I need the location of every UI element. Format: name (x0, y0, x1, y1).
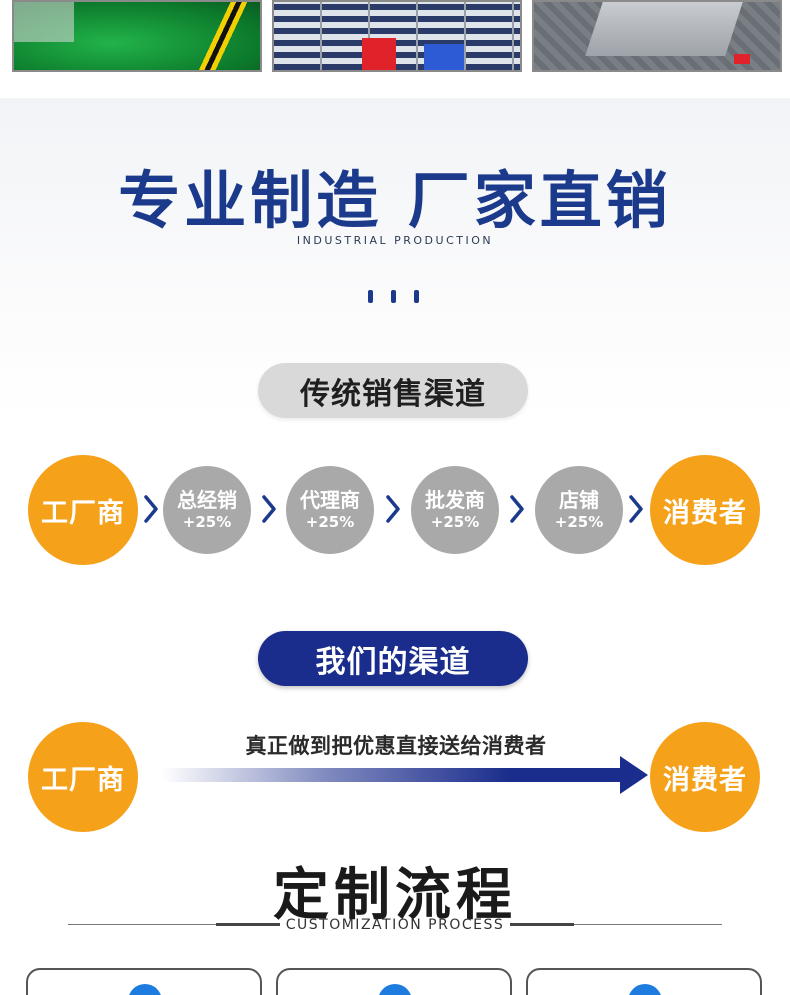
machine-body (585, 2, 743, 56)
divider-line (574, 924, 722, 925)
consumer-label: 消费者 (663, 764, 747, 796)
section-title-customization: 定制流程 (273, 863, 517, 928)
section-subtitle-industrial: INDUSTRIAL PRODUCTION (296, 234, 494, 247)
divider-accent (510, 923, 574, 926)
factory-circle-direct: 工厂商 (28, 722, 138, 832)
section-title-industrial: 专业制造 厂家直销 (118, 164, 672, 237)
red-stool (362, 38, 396, 70)
direct-arrow-shaft (162, 768, 624, 782)
process-card (276, 968, 512, 995)
chevron-right-icon (386, 495, 400, 523)
step-markup: +25% (554, 513, 604, 532)
decor-dot (391, 290, 396, 303)
step-label: 代理商 (300, 488, 360, 513)
divider-line (68, 924, 216, 925)
photo-strip (0, 0, 790, 98)
chevron-right-icon (510, 495, 524, 523)
photo-green-factory-floor (12, 0, 262, 72)
chevron-right-icon (629, 495, 643, 523)
chevron-right-icon (262, 495, 276, 523)
factory-label: 工厂商 (41, 497, 125, 529)
blue-bin (424, 44, 464, 70)
red-pad (734, 54, 750, 64)
process-card (26, 968, 262, 995)
step-label: 店铺 (559, 488, 599, 513)
consumer-label: 消费者 (663, 497, 747, 529)
divider-accent (216, 923, 280, 926)
step-circle-agent: 代理商 +25% (286, 466, 374, 554)
our-channel-label: 我们的渠道 (258, 631, 528, 686)
step-circle-store: 店铺 +25% (535, 466, 623, 554)
step-markup: +25% (305, 513, 355, 532)
step-label: 总经销 (177, 488, 237, 513)
factory-label: 工厂商 (41, 764, 125, 796)
step-circle-wholesaler: 批发商 +25% (411, 466, 499, 554)
traditional-channel-label: 传统销售渠道 (258, 363, 528, 418)
process-card (526, 968, 762, 995)
chevron-right-icon (144, 495, 158, 523)
consumer-circle: 消费者 (650, 455, 760, 565)
section-subtitle-customization: CUSTOMIZATION PROCESS (285, 917, 505, 933)
decor-dots (368, 290, 424, 306)
direct-channel-caption: 真正做到把优惠直接送给消费者 (245, 734, 547, 758)
photo-machine-on-plate (532, 0, 782, 72)
factory-circle: 工厂商 (28, 455, 138, 565)
decor-dot (414, 290, 419, 303)
arrow-right-icon (620, 756, 648, 794)
step-label: 批发商 (425, 488, 485, 513)
process-step-icon (378, 984, 412, 995)
photo-workshop-shelves (272, 0, 522, 72)
process-step-icon (628, 984, 662, 995)
consumer-circle-direct: 消费者 (650, 722, 760, 832)
step-markup: +25% (182, 513, 232, 532)
process-step-icon (128, 984, 162, 995)
decor-dot (368, 290, 373, 303)
step-circle-distributor: 总经销 +25% (163, 466, 251, 554)
step-markup: +25% (430, 513, 480, 532)
